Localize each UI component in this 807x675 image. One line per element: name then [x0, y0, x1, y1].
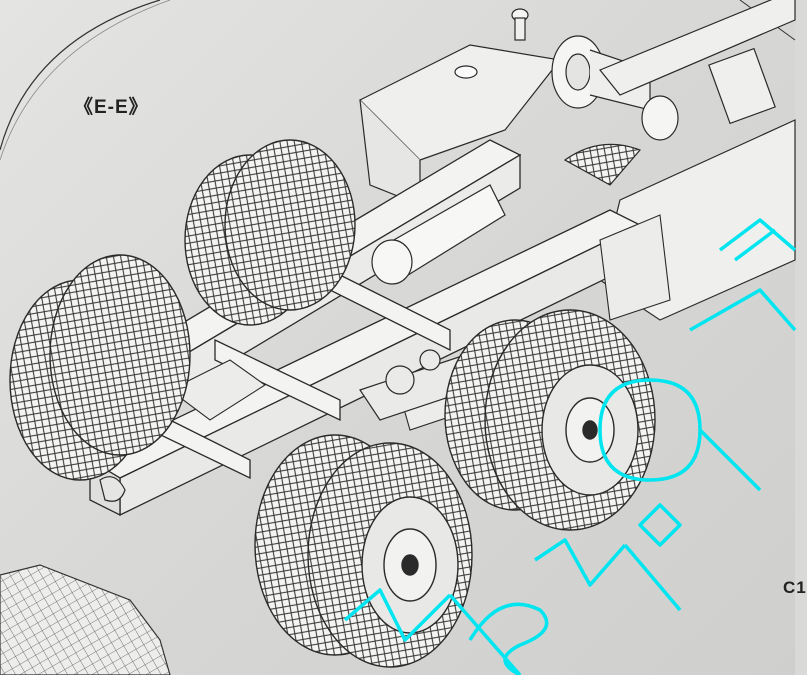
front-deck [358, 8, 562, 206]
tow-hook [99, 476, 126, 502]
grid-panel [0, 564, 171, 675]
front-bottom-tire [254, 434, 473, 668]
panel-arc [0, 0, 161, 151]
upper-rear-tire [184, 139, 356, 326]
watermark [343, 218, 797, 675]
callout-label: C1 [783, 578, 807, 597]
rear-bottom-tire [444, 309, 656, 531]
view-label: 《E-E》 [74, 97, 149, 118]
front-left-tire [9, 254, 191, 481]
air-tank [371, 184, 506, 285]
